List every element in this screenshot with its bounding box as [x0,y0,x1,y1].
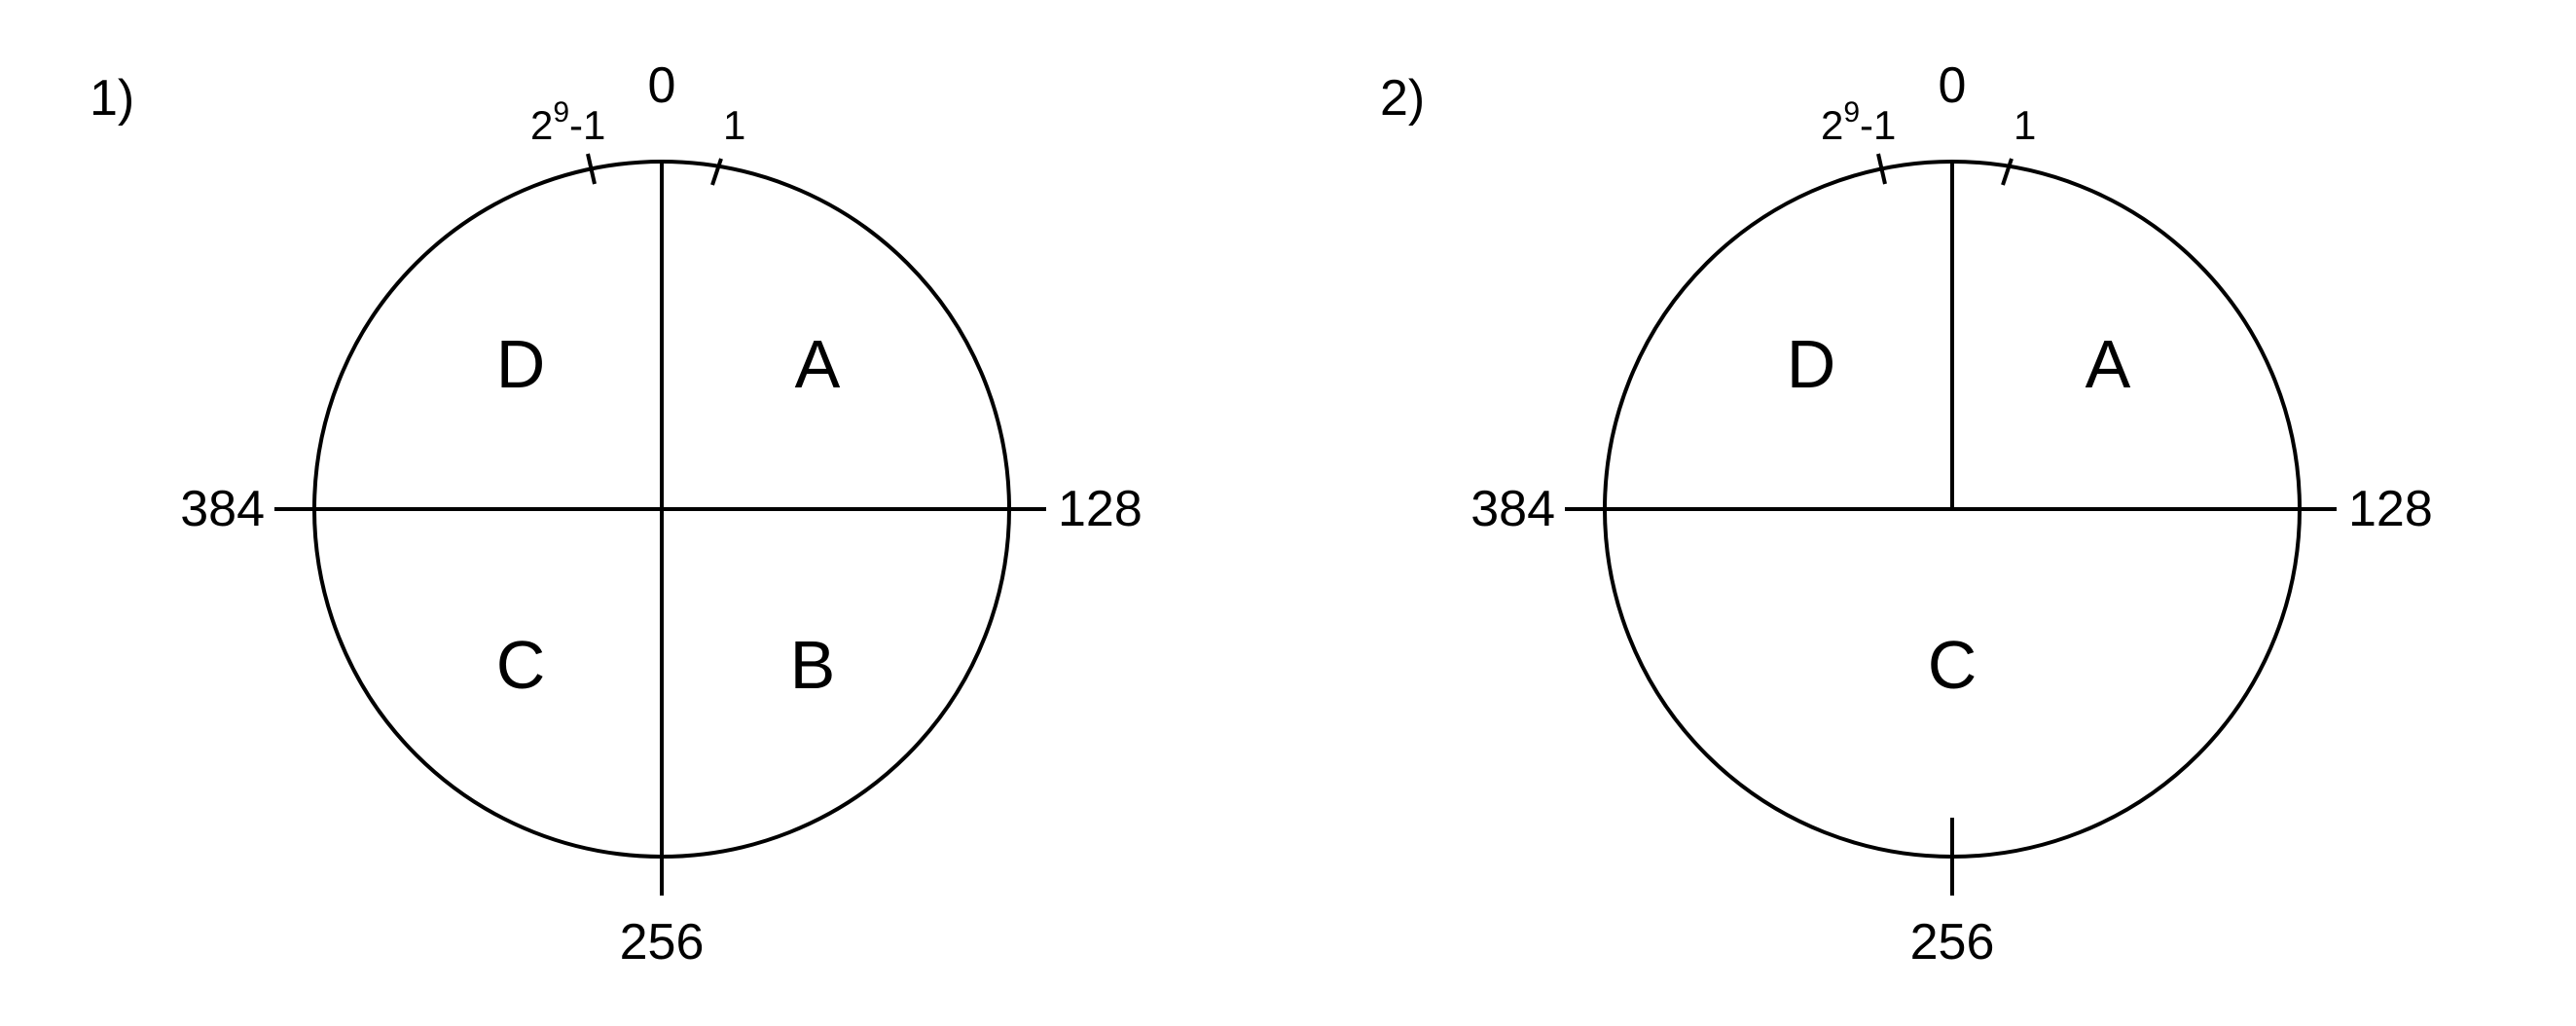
diagram-1-label-right: 128 [1058,481,1143,537]
diagram-2-tick-one [2001,158,2014,186]
diagram-1-tick-max [586,153,597,185]
diagram-1-tick-one [710,158,723,186]
diagram-2-label-right: 128 [2348,481,2433,537]
diagram-2-tick-max [1876,153,1887,185]
diagram-2-label-near-top-left: 29-1 [1821,96,1896,148]
diagram-1-region-b: B [790,627,836,703]
diagram-1-label-near-top-right: 1 [723,102,745,148]
diagram-2-region-a: A [2086,326,2131,402]
diagram-1-caption: 1) [90,70,134,127]
diagram-1: 1) 0 128 256 384 1 29-1 D A C B [90,57,1143,971]
diagram-2-label-top: 0 [1939,57,1967,114]
diagram-2-caption: 2) [1380,70,1425,127]
diagram-1-label-near-top-left: 29-1 [530,96,605,148]
diagram-1-region-c: C [496,627,546,703]
diagram-1-label-bottom: 256 [620,914,705,971]
diagram-1-label-top: 0 [648,57,676,114]
diagram-2-label-left: 384 [1470,481,1555,537]
diagram-1-label-left: 384 [180,481,265,537]
diagram-1-region-a: A [795,326,841,402]
diagram-2-label-bottom: 256 [1910,914,1995,971]
diagram-2: 2) 0 128 256 384 1 29-1 D A C [1380,57,2433,971]
diagram-2-region-d: D [1787,326,1836,402]
diagram-1-region-d: D [496,326,546,402]
diagram-2-region-c: C [1928,627,1977,703]
diagram-2-label-near-top-right: 1 [2014,102,2036,148]
